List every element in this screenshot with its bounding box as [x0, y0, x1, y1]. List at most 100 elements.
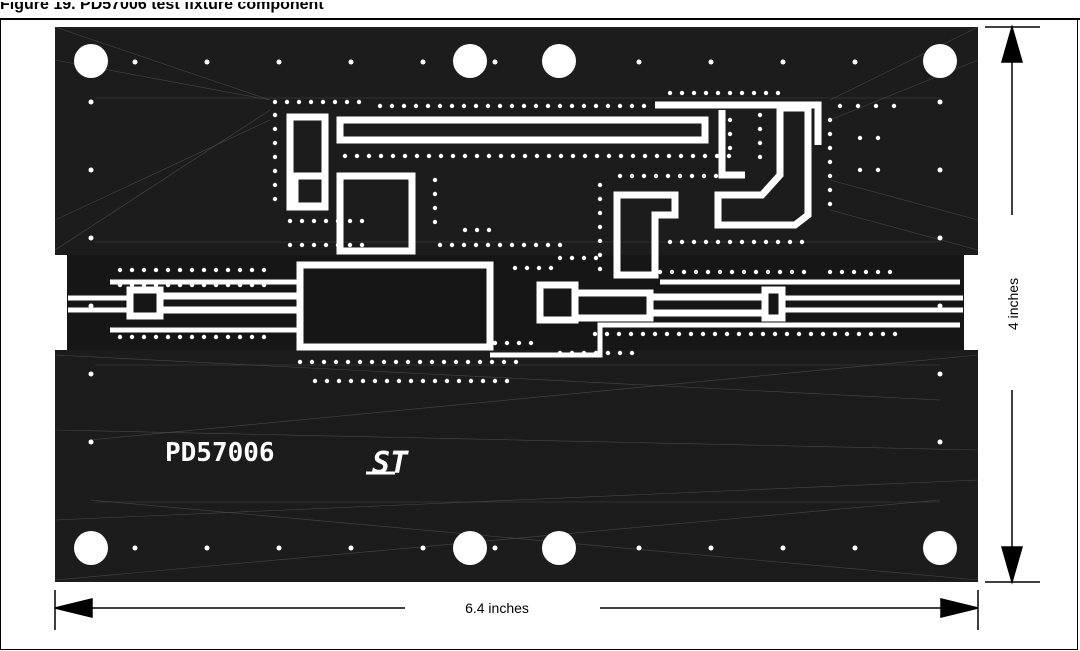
- via: [857, 167, 863, 173]
- trace: [336, 116, 709, 144]
- via: [359, 242, 365, 248]
- via: [132, 59, 138, 65]
- via: [688, 331, 694, 337]
- via: [401, 103, 407, 109]
- height-label: 4 inches: [1005, 278, 1021, 330]
- via: [557, 255, 563, 261]
- via: [727, 131, 733, 137]
- via: [477, 359, 483, 365]
- via: [564, 59, 570, 65]
- via: [413, 103, 419, 109]
- trace: [718, 110, 745, 179]
- via: [429, 359, 435, 365]
- via: [299, 218, 305, 224]
- via: [558, 153, 564, 159]
- figure-frame: [0, 20, 1078, 650]
- via: [201, 334, 207, 340]
- via: [772, 331, 778, 337]
- via: [827, 269, 833, 275]
- via: [504, 378, 510, 384]
- via: [787, 239, 793, 245]
- via: [654, 153, 660, 159]
- via: [402, 153, 408, 159]
- via: [880, 331, 886, 337]
- via: [88, 235, 94, 241]
- via: [204, 545, 210, 551]
- via: [359, 218, 365, 224]
- mounting-holes: [74, 44, 957, 565]
- via: [605, 350, 611, 356]
- via: [851, 269, 857, 275]
- via: [512, 265, 518, 271]
- via: [763, 239, 769, 245]
- via: [480, 378, 486, 384]
- via: [875, 269, 881, 275]
- via: [724, 331, 730, 337]
- via: [276, 545, 282, 551]
- via: [132, 545, 138, 551]
- via: [88, 99, 94, 105]
- via: [272, 140, 278, 146]
- height-dimension: [985, 24, 1040, 585]
- via: [378, 153, 384, 159]
- via: [312, 378, 318, 384]
- pcb-board: [54, 26, 979, 582]
- via: [757, 112, 763, 118]
- via: [438, 153, 444, 159]
- via: [528, 340, 534, 346]
- via: [276, 59, 282, 65]
- via: [617, 350, 623, 356]
- figure-title: Figure 19. PD57006 test fixture componen…: [0, 0, 324, 13]
- via: [432, 177, 438, 183]
- via: [474, 227, 480, 233]
- via: [473, 103, 479, 109]
- pad: [761, 286, 786, 322]
- via: [504, 340, 510, 346]
- via: [597, 224, 603, 230]
- arrow-left-icon: [54, 598, 93, 618]
- via: [272, 196, 278, 202]
- via: [320, 99, 326, 105]
- via: [141, 267, 147, 273]
- via: [444, 378, 450, 384]
- via: [857, 135, 863, 141]
- via: [652, 331, 658, 337]
- via: [432, 219, 438, 225]
- via: [299, 242, 305, 248]
- via: [594, 153, 600, 159]
- via: [642, 153, 648, 159]
- pad: [126, 286, 164, 320]
- via: [629, 103, 635, 109]
- via: [775, 90, 781, 96]
- via: [604, 331, 610, 337]
- via: [237, 267, 243, 273]
- via: [856, 331, 862, 337]
- via: [432, 378, 438, 384]
- arrow-up-icon: [1001, 24, 1023, 63]
- via: [592, 331, 598, 337]
- via: [489, 359, 495, 365]
- via: [204, 59, 210, 65]
- via: [582, 153, 588, 159]
- via: [129, 267, 135, 273]
- via: [213, 282, 219, 288]
- header-rule: [0, 18, 1080, 20]
- via: [492, 378, 498, 384]
- via: [420, 545, 426, 551]
- via: [165, 267, 171, 273]
- via: [736, 331, 742, 337]
- via: [492, 340, 498, 346]
- via: [863, 269, 869, 275]
- via: [937, 371, 943, 377]
- via: [461, 103, 467, 109]
- via: [354, 153, 360, 159]
- via: [712, 331, 718, 337]
- via: [616, 331, 622, 337]
- via: [189, 267, 195, 273]
- via: [456, 378, 462, 384]
- via: [725, 173, 731, 179]
- via: [837, 103, 843, 109]
- output-line: [782, 295, 963, 313]
- trace: [575, 289, 654, 322]
